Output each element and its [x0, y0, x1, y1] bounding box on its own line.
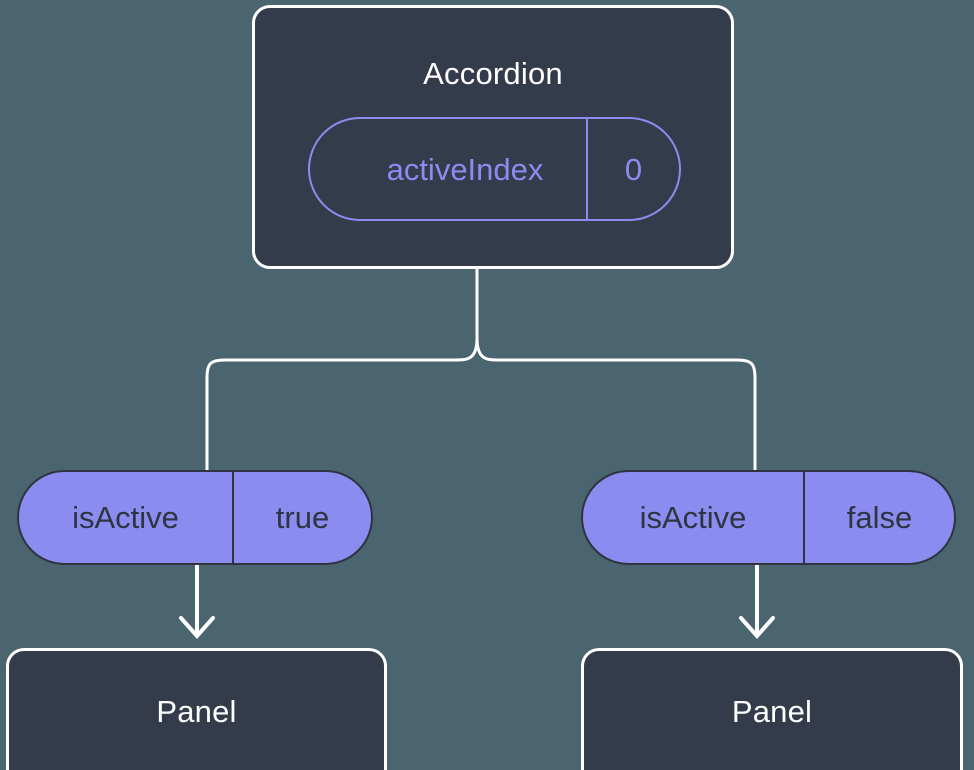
state-pill-active-index[interactable]: activeIndex 0 [308, 117, 681, 221]
prop-pill-is-active-false[interactable]: isActive false [581, 470, 956, 565]
prop-pill-is-active-true[interactable]: isActive true [17, 470, 373, 565]
state-pill-active-index-key: activeIndex [386, 151, 544, 187]
node-panel-left[interactable]: Panel [6, 648, 387, 770]
node-panel-right[interactable]: Panel [581, 648, 963, 770]
prop-pill-is-active-false-value: false [803, 472, 954, 563]
connector-fork-right [475, 336, 757, 472]
prop-pill-is-active-false-key: isActive [639, 500, 747, 535]
arrow-head-left [179, 616, 215, 640]
node-accordion-label: Accordion [423, 56, 563, 91]
prop-pill-is-active-true-key: isActive [72, 500, 179, 535]
connector-fork-left [205, 336, 479, 472]
prop-pill-is-active-true-value: true [232, 472, 371, 563]
node-panel-right-label: Panel [731, 694, 813, 729]
node-panel-left-label: Panel [156, 694, 237, 729]
arrow-head-right [739, 616, 775, 640]
state-pill-active-index-value: 0 [586, 119, 679, 219]
